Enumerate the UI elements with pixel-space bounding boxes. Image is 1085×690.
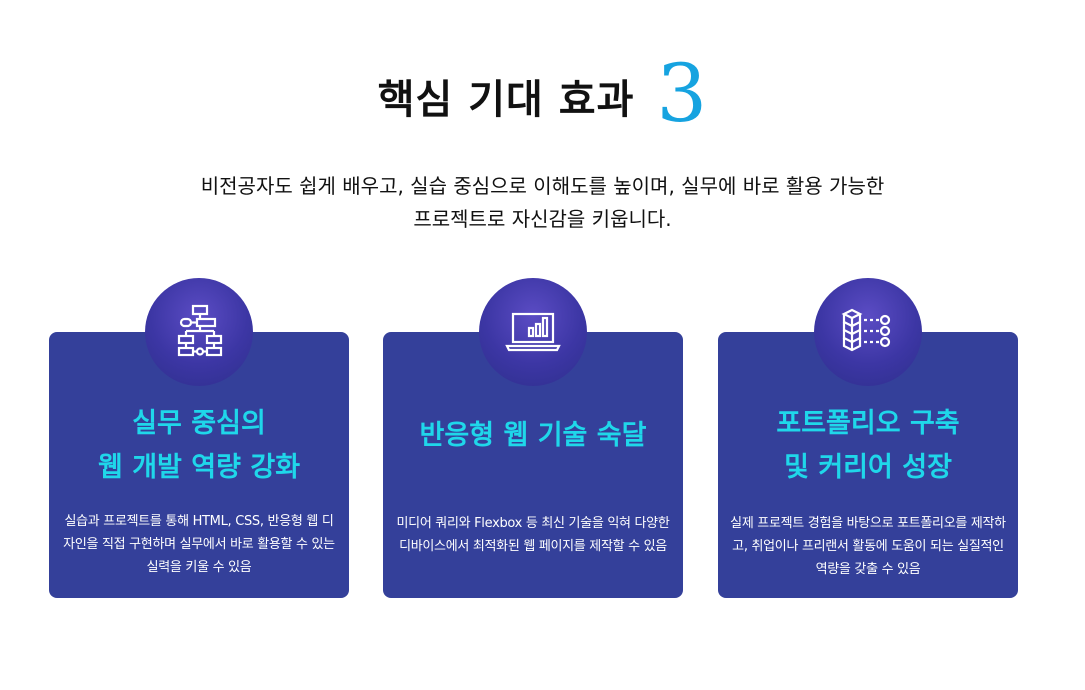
card-title-line-1: 반응형 웹 기술 숙달: [419, 420, 647, 451]
flowchart-icon: [177, 304, 223, 357]
card-title-line-2: 웹 개발 역량 강화: [97, 452, 301, 483]
card-description: 실제 프로젝트 경험을 바탕으로 포트폴리오를 제작하고, 취업이나 프리랜서 …: [730, 516, 1006, 577]
card-description: 미디어 쿼리와 Flexbox 등 최신 기술을 익혀 다양한 디바이스에서 최…: [396, 516, 670, 554]
section-header: 핵심 기대 효과 3: [0, 44, 1085, 144]
layers-list-icon: [841, 308, 891, 352]
card-title-line-1: 포트폴리오 구축: [776, 408, 960, 439]
intro-line-2: 프로젝트로 자신감을 키웁니다.: [413, 207, 672, 231]
card-title-line-1: 실무 중심의: [132, 408, 266, 439]
card-icon-badge: [479, 278, 587, 386]
card-description: 실습과 프로젝트를 통해 HTML, CSS, 반응형 웹 디자인을 직접 구현…: [63, 514, 335, 575]
section-number: 3: [656, 47, 708, 140]
card-title: 반응형 웹 기술 숙달: [383, 414, 683, 458]
benefit-card-portfolio: 포트폴리오 구축 및 커리어 성장 실제 프로젝트 경험을 바탕으로 포트폴리오…: [718, 278, 1018, 598]
benefit-card-responsive: 반응형 웹 기술 숙달 미디어 쿼리와 Flexbox 등 최신 기술을 익혀 …: [383, 278, 683, 598]
section-title: 핵심 기대 효과: [377, 77, 635, 123]
benefit-card-practical: 실무 중심의 웹 개발 역량 강화 실습과 프로젝트를 통해 HTML, CSS…: [49, 278, 349, 598]
laptop-chart-icon: [505, 312, 561, 352]
intro-line-1: 비전공자도 쉽게 배우고, 실습 중심으로 이해도를 높이며, 실무에 바로 활…: [200, 174, 885, 198]
card-icon-badge: [814, 278, 922, 386]
card-title: 포트폴리오 구축 및 커리어 성장: [718, 402, 1018, 490]
intro-text: 비전공자도 쉽게 배우고, 실습 중심으로 이해도를 높이며, 실무에 바로 활…: [0, 170, 1085, 236]
card-title: 실무 중심의 웹 개발 역량 강화: [49, 402, 349, 490]
card-title-line-2: 및 커리어 성장: [784, 452, 952, 483]
card-icon-badge: [145, 278, 253, 386]
